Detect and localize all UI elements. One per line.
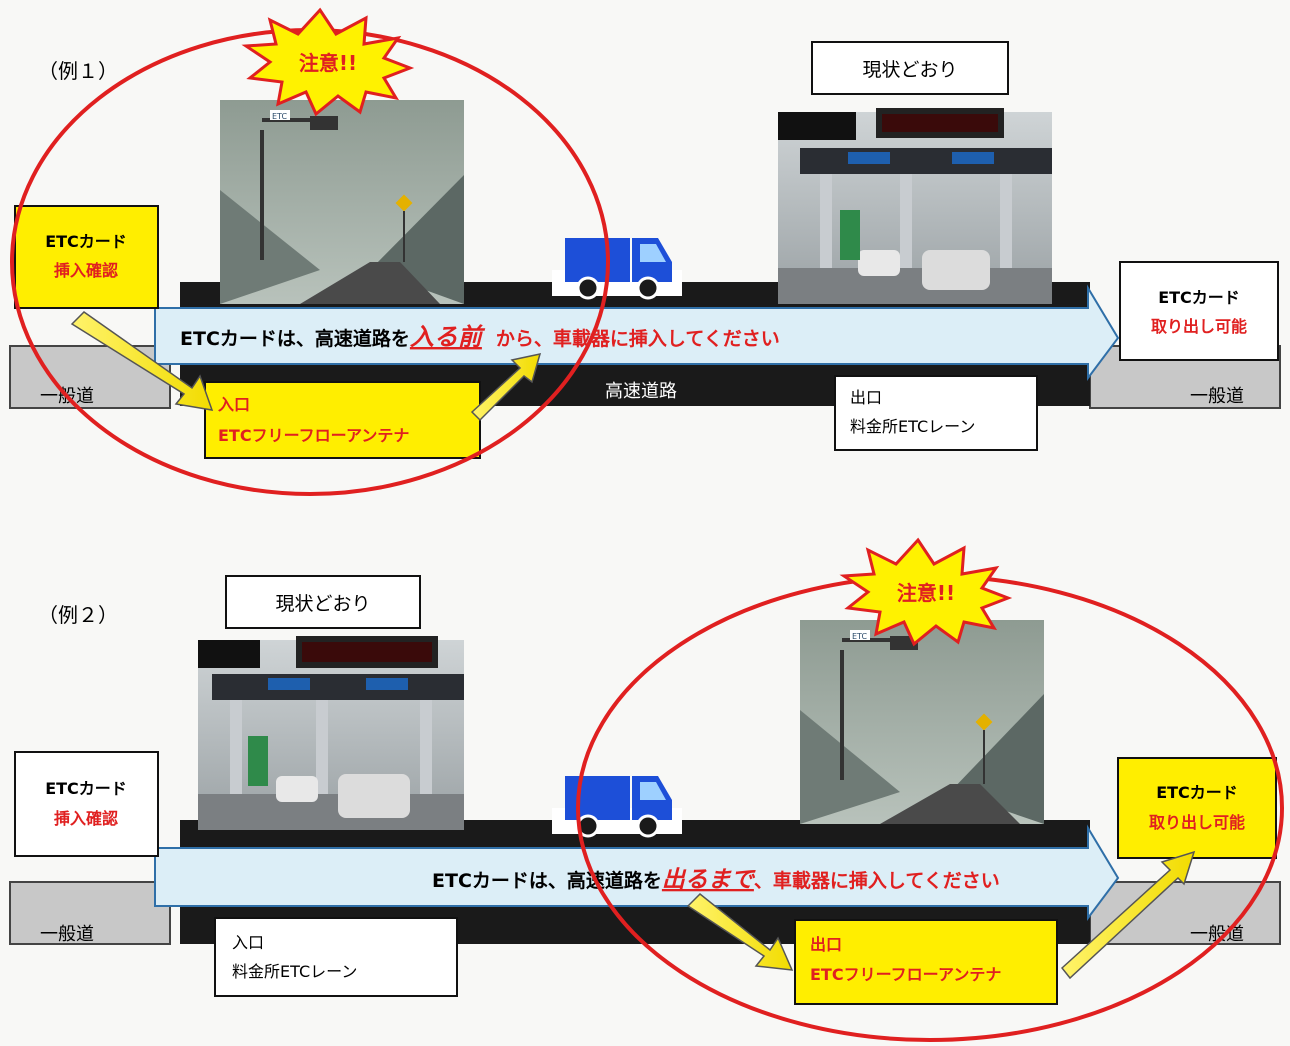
toll-plaza-photo-1 xyxy=(778,108,1052,304)
exit-detail: 料金所ETCレーン xyxy=(850,417,975,436)
exit-label: 出口 xyxy=(850,388,882,407)
removal-ok-card xyxy=(1119,261,1279,361)
antenna-photo-1: ETC xyxy=(220,100,464,304)
exit-toll-box xyxy=(834,375,1038,451)
insert-check-card xyxy=(14,751,159,857)
card-label: ETCカード xyxy=(45,232,127,251)
entry-antenna-box xyxy=(204,381,481,459)
example-2-label: （例２） xyxy=(38,603,118,627)
warning-label: 注意!! xyxy=(897,581,955,605)
warning-starburst-icon xyxy=(839,537,1013,647)
entry-label: 入口 xyxy=(232,933,264,952)
antenna-photo-2: ETC xyxy=(800,620,1044,824)
insert-check-card xyxy=(14,205,159,309)
card-status: 取り出し可能 xyxy=(1151,317,1247,336)
local-road-right xyxy=(1089,881,1281,945)
card-label: ETCカード xyxy=(1158,288,1240,307)
entry-detail: ETCフリーフローアンテナ xyxy=(218,426,409,445)
status-badge xyxy=(811,41,1009,95)
arrow-from-exit-icon xyxy=(1060,850,1196,980)
truck-icon-1 xyxy=(552,238,682,300)
banner-text: ETCカードは、高速道路を入る前から、車載器に挿入してください xyxy=(180,323,780,351)
entry-toll-box xyxy=(214,917,458,997)
road-right-label: 一般道 xyxy=(1190,386,1244,407)
entry-detail: 料金所ETCレーン xyxy=(232,962,357,981)
warning-starburst-icon xyxy=(241,7,415,117)
truck-icon-2 xyxy=(552,776,682,838)
exit-label: 出口 xyxy=(810,935,842,954)
exit-antenna-box xyxy=(794,919,1058,1005)
svg-text:ETC: ETC xyxy=(272,112,287,121)
status-badge xyxy=(225,575,421,629)
entry-label: 入口 xyxy=(218,395,250,414)
exit-detail: ETCフリーフローアンテナ xyxy=(810,965,1001,984)
warning-label: 注意!! xyxy=(299,51,357,75)
status-label: 現状どおり xyxy=(275,593,370,615)
road-left-label: 一般道 xyxy=(40,924,94,945)
card-status: 挿入確認 xyxy=(54,809,118,828)
example-1: （例１） 一般道 一般道 高速道路 ETCカードは、高速道路を入る前から、車載器… xyxy=(9,7,1281,496)
card-status: 取り出し可能 xyxy=(1149,813,1245,832)
removal-ok-card xyxy=(1117,757,1277,859)
highway-label: 高速道路 xyxy=(605,381,677,402)
svg-text:ETC: ETC xyxy=(852,632,867,641)
example-2: （例２） 一般道 一般道 ETCカードは、高速道路を出るまで、車載器に挿入してく… xyxy=(9,537,1284,1042)
banner-arrow xyxy=(154,824,1120,921)
example-1-label: （例１） xyxy=(38,59,118,83)
banner-arrow xyxy=(154,284,1120,381)
status-label: 現状どおり xyxy=(862,59,957,81)
card-status: 挿入確認 xyxy=(54,261,118,280)
card-label: ETCカード xyxy=(1156,783,1238,802)
banner-text: ETCカードは、高速道路を出るまで、車載器に挿入してください xyxy=(432,867,1000,893)
arrow-to-exit-icon xyxy=(686,892,794,971)
card-label: ETCカード xyxy=(45,779,127,798)
local-road-left xyxy=(9,881,171,945)
toll-plaza-photo-2 xyxy=(198,636,464,830)
arrow-from-entry-icon xyxy=(470,353,542,422)
arrow-to-entry-icon xyxy=(70,311,214,411)
